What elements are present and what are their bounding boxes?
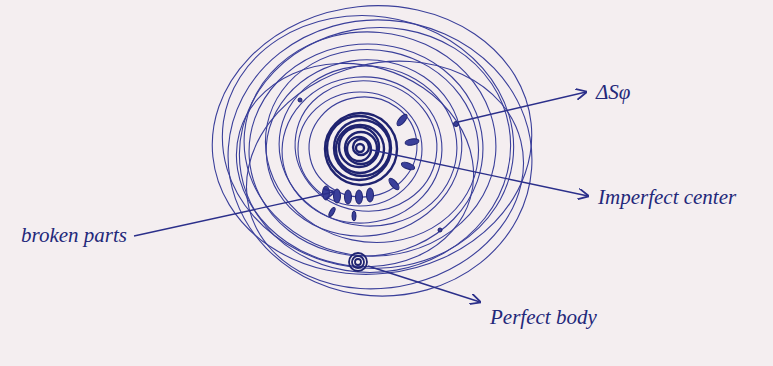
leader-line (134, 192, 334, 236)
ring (235, 21, 506, 266)
broken-piece (405, 138, 420, 146)
leader-line (368, 266, 480, 302)
broken-piece (328, 207, 336, 218)
imperfect-center (325, 113, 397, 185)
ring (298, 92, 422, 206)
outer-rings (199, 0, 548, 318)
body-ring (355, 259, 361, 265)
center-ring (339, 127, 379, 167)
body-ring (352, 256, 364, 268)
leader-lines (134, 92, 588, 302)
ring (219, 10, 542, 307)
center-ring (336, 125, 384, 173)
ring (303, 91, 422, 203)
broken-piece (387, 177, 401, 192)
broken-piece (352, 211, 356, 221)
ring (206, 0, 530, 287)
broken-parts (298, 98, 459, 232)
callout-label: Perfect body (490, 304, 597, 330)
ring (286, 71, 447, 222)
broken-piece (400, 161, 415, 171)
ring (271, 57, 465, 235)
center-ring (325, 113, 397, 185)
broken-piece (356, 190, 363, 204)
body-ring (349, 253, 367, 271)
ring (276, 70, 448, 229)
ring (212, 36, 498, 294)
ring (199, 0, 545, 290)
ring (247, 30, 496, 262)
center-ring (334, 120, 390, 176)
center-ring (327, 116, 391, 180)
ring (255, 47, 474, 249)
broken-piece (334, 189, 341, 203)
broken-piece (367, 188, 374, 202)
leader-line (458, 92, 586, 122)
broken-piece (345, 190, 352, 204)
center-ring (345, 132, 377, 164)
callout-label: ΔSφ (596, 79, 630, 105)
broken-piece (395, 113, 409, 128)
center-ring (353, 139, 369, 155)
ink-dot (454, 122, 459, 127)
ink-dot (438, 228, 442, 232)
center-ring (356, 144, 364, 152)
callout-label: broken parts (21, 222, 127, 248)
ring (222, 32, 548, 317)
center-ring (347, 137, 371, 161)
leader-line (372, 150, 588, 196)
ink-dot (298, 98, 302, 102)
perfect-body (349, 253, 367, 271)
callout-label: Imperfect center (598, 184, 736, 210)
